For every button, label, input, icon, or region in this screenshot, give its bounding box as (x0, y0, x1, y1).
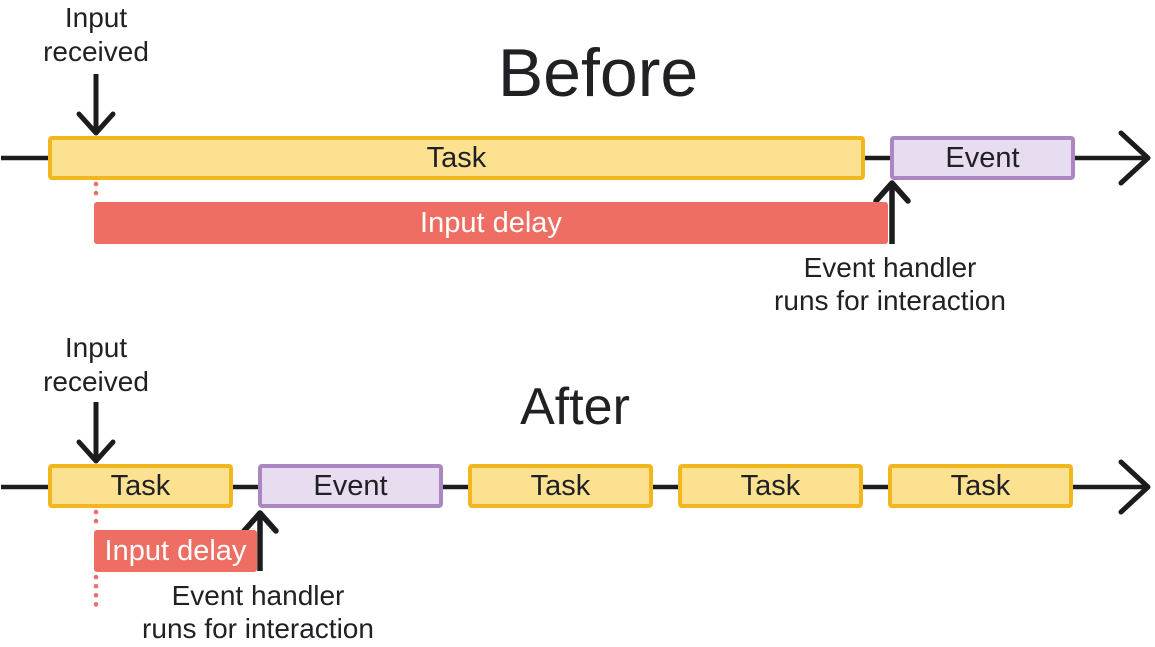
before-input-received-line2: received (43, 36, 149, 67)
after-input-received-arrowhead-icon (76, 439, 116, 464)
after-task-label-1: Task (110, 469, 171, 502)
before-task-label: Task (426, 141, 487, 174)
after-task-label-4: Task (950, 469, 1011, 502)
after-event-bar: Event (258, 464, 443, 508)
after-task-bar-2: Task (468, 464, 653, 508)
after-task-label-3: Task (740, 469, 801, 502)
before-event-handler-line2: runs for interaction (774, 285, 1006, 316)
after-input-received-label: Input received (6, 331, 186, 399)
after-task-label-2: Task (530, 469, 591, 502)
before-event-bar: Event (890, 136, 1075, 180)
after-task-bar-3: Task (678, 464, 863, 508)
after-event-handler-label: Event handler runs for interaction (108, 579, 408, 645)
before-task-bar: Task (48, 136, 865, 180)
after-task-bar-1: Task (48, 464, 233, 508)
after-event-handler-line1: Event handler (171, 580, 345, 611)
after-event-label: Event (313, 469, 388, 502)
before-event-handler-arrowhead-icon (873, 180, 911, 204)
after-task-bar-4: Task (888, 464, 1073, 508)
before-event-handler-label: Event handler runs for interaction (740, 251, 1040, 317)
before-input-delay-bar: Input delay (94, 202, 888, 244)
before-timeline-arrowhead-icon (1118, 130, 1151, 186)
after-input-received-line1: Input (64, 332, 128, 363)
before-event-label: Event (945, 141, 1020, 174)
before-input-received-label: Input received (6, 1, 186, 69)
before-input-received-line1: Input (64, 2, 128, 33)
after-title: After (520, 378, 630, 436)
after-event-handler-arrowhead-icon (241, 510, 279, 534)
after-input-delay-label: Input delay (104, 534, 247, 567)
after-event-handler-line2: runs for interaction (142, 613, 374, 644)
after-input-received-line2: received (43, 366, 149, 397)
after-input-delay-bar: Input delay (94, 530, 257, 572)
before-title: Before (497, 35, 699, 111)
before-input-received-arrowhead-icon (76, 111, 116, 136)
before-event-handler-line1: Event handler (803, 252, 977, 283)
before-input-delay-label: Input delay (420, 206, 562, 239)
after-timeline-arrowhead-icon (1118, 459, 1151, 515)
